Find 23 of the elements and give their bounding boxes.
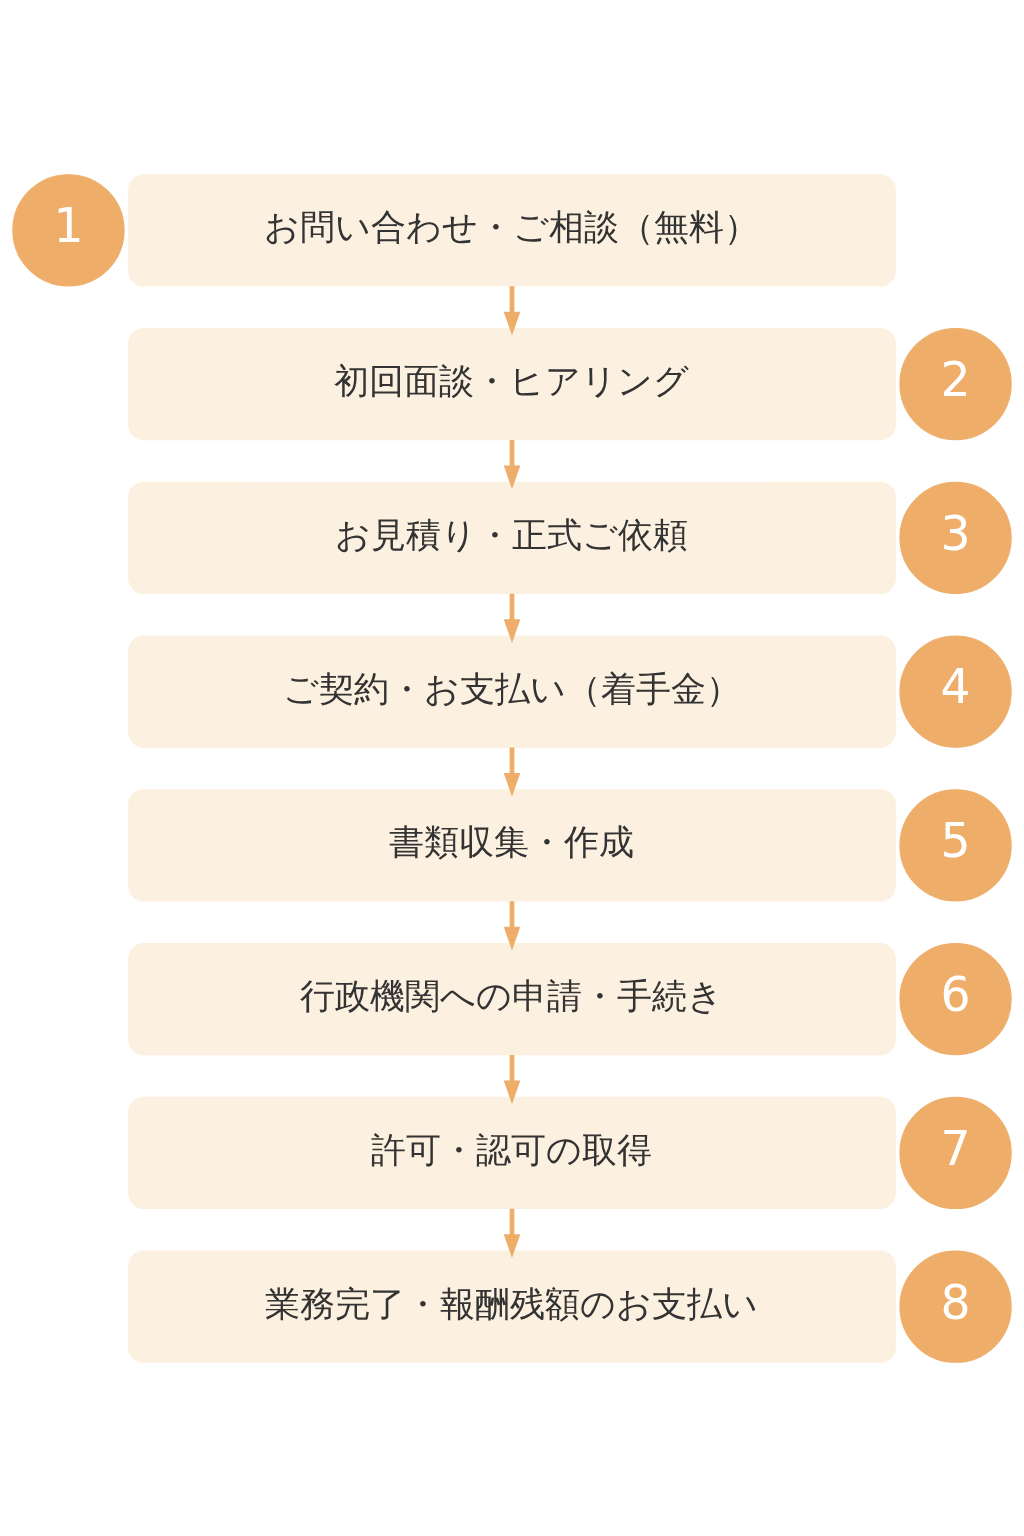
arrow	[503, 285, 521, 335]
node-box: 許可・認可の取得	[128, 1096, 896, 1209]
arrow	[503, 900, 521, 951]
node-box: ご契約・お支払い（着手金）	[128, 634, 896, 748]
arrow	[503, 746, 521, 797]
arrow	[503, 439, 521, 489]
node-box: 業務完了・報酬残額のお支払い	[128, 1250, 896, 1363]
node-circle: 6	[899, 942, 1012, 1055]
node-circle: 7	[899, 1096, 1012, 1209]
node-box: 初回面談・ヒアリング	[128, 327, 896, 440]
node-circle: 3	[899, 481, 1012, 594]
node-box: 書類収集・作成	[128, 788, 896, 902]
arrow	[503, 1054, 521, 1104]
node-circle: 4	[899, 634, 1012, 748]
arrow	[503, 1208, 521, 1258]
node-circle: 5	[899, 788, 1012, 902]
arrow	[503, 593, 521, 643]
node-circle: 8	[899, 1250, 1012, 1363]
node-box: お見積り・正式ご依頼	[128, 481, 896, 594]
node-box: 行政機関への申請・手続き	[128, 942, 896, 1055]
node-circle: 1	[12, 173, 125, 286]
node-circle: 2	[899, 327, 1012, 440]
node-box: お問い合わせ・ご相談（無料）	[128, 173, 896, 286]
